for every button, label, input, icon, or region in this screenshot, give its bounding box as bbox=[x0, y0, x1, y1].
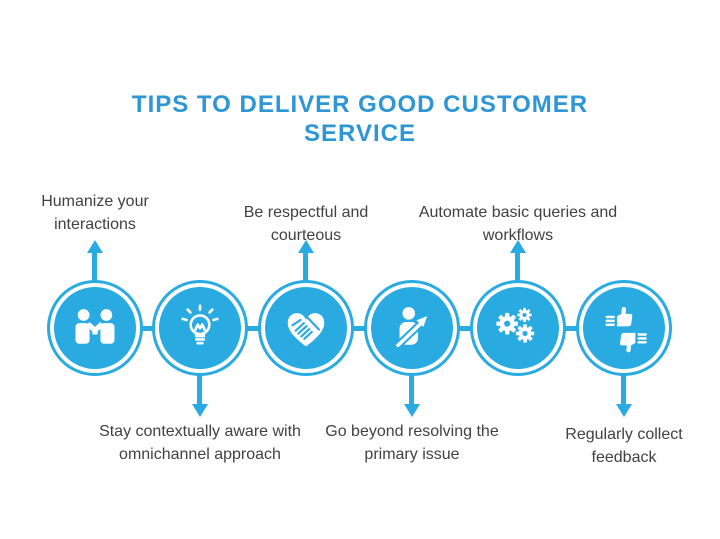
up-arrow-head-1 bbox=[87, 240, 103, 253]
step-node-3-circle bbox=[265, 287, 347, 369]
down-arrow-stem-6 bbox=[621, 374, 626, 405]
page-title: TIPS TO DELIVER GOOD CUSTOMER SERVICE bbox=[131, 91, 589, 147]
up-arrow-head-3 bbox=[298, 240, 314, 253]
step-label-1: Humanize your interactions bbox=[41, 193, 149, 233]
step-node-5-circle bbox=[477, 287, 559, 369]
step-label-2: Stay contextually aware with omnichannel… bbox=[99, 423, 301, 463]
handshake-icon bbox=[75, 309, 115, 344]
step-node-4 bbox=[364, 280, 460, 376]
down-arrow-stem-4 bbox=[409, 374, 414, 405]
down-arrow-head-2 bbox=[192, 404, 208, 417]
step-label-6: Regularly collect feedback bbox=[565, 426, 683, 466]
step-node-6-circle bbox=[583, 287, 665, 369]
up-arrow-stem-1 bbox=[92, 252, 97, 284]
person-growth-icon bbox=[393, 307, 428, 351]
step-node-1 bbox=[47, 280, 143, 376]
gears-icon bbox=[496, 307, 535, 343]
timeline-connector bbox=[95, 326, 625, 331]
heart-handshake-icon bbox=[287, 313, 325, 347]
step-node-3 bbox=[258, 280, 354, 376]
down-arrow-head-4 bbox=[404, 404, 420, 417]
step-label-4: Go beyond resolving the primary issue bbox=[325, 423, 499, 463]
step-node-2 bbox=[152, 280, 248, 376]
up-arrow-head-5 bbox=[510, 240, 526, 253]
step-node-2-circle bbox=[159, 287, 241, 369]
step-label-5: Automate basic queries and workflows bbox=[418, 204, 618, 244]
down-arrow-stem-2 bbox=[197, 374, 202, 405]
down-arrow-head-6 bbox=[616, 404, 632, 417]
step-node-1-circle bbox=[54, 287, 136, 369]
feedback-thumbs-icon bbox=[605, 306, 647, 354]
step-label-3: Be respectful and courteous bbox=[243, 204, 369, 244]
up-arrow-stem-5 bbox=[515, 252, 520, 284]
step-node-6 bbox=[576, 280, 672, 376]
up-arrow-stem-3 bbox=[303, 252, 308, 284]
lightbulb-icon bbox=[181, 304, 219, 345]
step-node-4-circle bbox=[371, 287, 453, 369]
step-node-5 bbox=[470, 280, 566, 376]
